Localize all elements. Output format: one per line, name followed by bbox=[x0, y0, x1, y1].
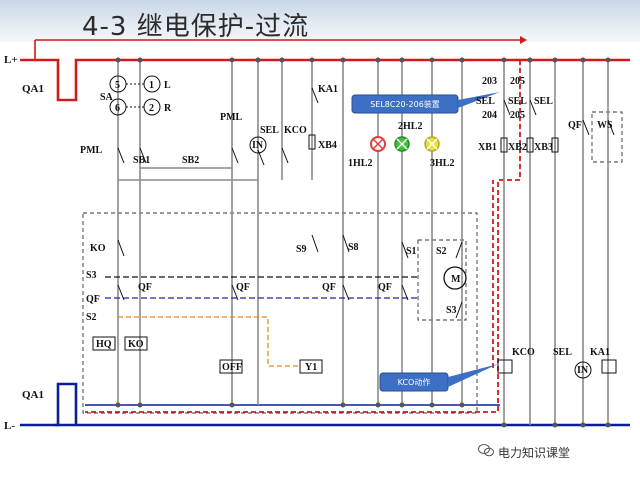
label-s1: S1 bbox=[406, 246, 417, 257]
label-hq: HQ bbox=[96, 339, 112, 350]
label-ko-box: KO bbox=[128, 339, 144, 350]
label-sel-bottom: SEL bbox=[553, 347, 572, 358]
sa-selector bbox=[109, 75, 161, 116]
positive-bus bbox=[20, 36, 630, 102]
label-205a: 205 bbox=[510, 76, 525, 87]
footer-label: 电力知识课堂 bbox=[498, 446, 571, 460]
xb3-terminal bbox=[551, 137, 559, 153]
ka1-coil bbox=[601, 359, 617, 374]
in-relay-coil-bottom bbox=[574, 361, 592, 379]
label-sb2: SB2 bbox=[182, 155, 199, 166]
slide-title: 4-3 继电保护-过流 bbox=[82, 12, 310, 42]
label-in-bottom: IN bbox=[577, 365, 589, 376]
kco-coil bbox=[497, 359, 513, 374]
label-sa-6: 6 bbox=[115, 103, 120, 114]
label-xb4: XB4 bbox=[318, 140, 337, 151]
callout-bottom-text: KCO动作 bbox=[398, 377, 431, 387]
current-path bbox=[85, 60, 521, 413]
label-sa-2: 2 bbox=[149, 103, 154, 114]
negative-bus bbox=[20, 382, 630, 427]
label-off: OFF bbox=[222, 362, 242, 373]
label-ko: KO bbox=[90, 243, 106, 254]
xb2-terminal bbox=[526, 137, 534, 153]
labels: L+ L- QA1 QA1 SA 5 1 6 2 L R PML PML SB1… bbox=[4, 54, 613, 432]
wechat-icon bbox=[478, 444, 494, 457]
label-qf-top: QF bbox=[568, 120, 582, 131]
label-3hl2: 3HL2 bbox=[430, 158, 454, 169]
label-sb1: SB1 bbox=[133, 155, 150, 166]
callout-top-text: SEL8C20-206装置 bbox=[370, 99, 440, 109]
label-pml-mid: PML bbox=[220, 112, 243, 123]
label-qf-left: QF bbox=[86, 294, 100, 305]
label-l-minus: L- bbox=[4, 420, 15, 432]
label-l-plus: L+ bbox=[4, 54, 18, 66]
label-xb1: XB1 bbox=[478, 142, 497, 153]
label-qf-a: QF bbox=[138, 282, 152, 293]
label-qf-b: QF bbox=[236, 282, 250, 293]
label-s3-motor: S3 bbox=[446, 305, 457, 316]
label-s8: S8 bbox=[348, 242, 359, 253]
label-qa1-bottom: QA1 bbox=[22, 389, 44, 401]
label-205b: 205 bbox=[510, 110, 525, 121]
label-pml-left: PML bbox=[80, 145, 103, 156]
label-sa: SA bbox=[100, 92, 114, 103]
ws-enclosure bbox=[591, 111, 623, 163]
label-qf-d: QF bbox=[378, 282, 392, 293]
label-sel: SEL bbox=[260, 125, 279, 136]
label-ka1-bottom: KA1 bbox=[590, 347, 610, 358]
ko-coil bbox=[124, 336, 148, 351]
label-204: 204 bbox=[482, 110, 497, 121]
hq-coil bbox=[92, 336, 116, 351]
title-banner bbox=[0, 0, 640, 42]
label-s2-motor: S2 bbox=[436, 246, 447, 257]
xb4-terminal bbox=[308, 134, 316, 150]
label-sa-1: 1 bbox=[149, 80, 154, 91]
label-s3: S3 bbox=[86, 270, 97, 281]
label-s2: S2 bbox=[86, 312, 97, 323]
lamp-1hl2 bbox=[370, 136, 386, 152]
lamp-2hl2 bbox=[394, 136, 410, 152]
label-sel3: SEL bbox=[508, 96, 527, 107]
label-s9: S9 bbox=[296, 244, 307, 255]
lamp-3hl2 bbox=[424, 136, 440, 152]
panel-enclosure bbox=[82, 212, 478, 414]
label-sa-5: 5 bbox=[115, 80, 120, 91]
label-203: 203 bbox=[482, 76, 497, 87]
label-in: IN bbox=[252, 140, 264, 151]
callout-bottom: KCO动作 bbox=[379, 364, 498, 392]
label-sa-r: R bbox=[164, 103, 172, 114]
callout-top: SEL8C20-206装置 bbox=[351, 92, 500, 114]
label-sel2: SEL bbox=[476, 96, 495, 107]
in-relay-coil bbox=[249, 136, 267, 154]
label-qa1-top: QA1 bbox=[22, 83, 44, 95]
y1-coil bbox=[299, 359, 323, 374]
label-xb3: XB3 bbox=[534, 142, 553, 153]
label-2hl2: 2HL2 bbox=[398, 121, 422, 132]
label-kco-bottom: KCO bbox=[512, 347, 535, 358]
junctions bbox=[115, 57, 611, 428]
motor bbox=[443, 266, 467, 290]
label-m: M bbox=[451, 274, 461, 285]
xb1-terminal bbox=[500, 137, 508, 153]
label-y1: Y1 bbox=[305, 362, 317, 373]
mechanical-links bbox=[105, 276, 420, 367]
wires bbox=[117, 60, 609, 425]
contacts bbox=[117, 87, 615, 319]
label-ws: WS bbox=[597, 120, 613, 131]
label-qf-c: QF bbox=[322, 282, 336, 293]
label-sa-l: L bbox=[164, 80, 171, 91]
off-coil bbox=[219, 359, 243, 374]
label-ka1: KA1 bbox=[318, 84, 338, 95]
label-kco: KCO bbox=[284, 125, 307, 136]
label-xb2: XB2 bbox=[508, 142, 527, 153]
label-1hl2: 1HL2 bbox=[348, 158, 372, 169]
label-sel4: SEL bbox=[534, 96, 553, 107]
